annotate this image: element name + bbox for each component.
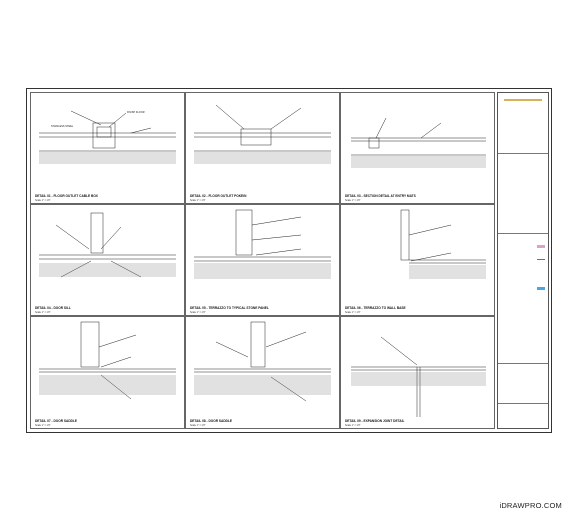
detail-scale: Scale 1" = 1'0" [190, 198, 206, 202]
title-block-divider [498, 403, 548, 404]
detail-cell-07: DETAIL 07 - DOOR SADDLE Scale 1" = 1'0" [30, 316, 185, 429]
watermark: iDRAWPRO.COM [499, 501, 562, 510]
detail-caption: DETAIL 01 - FLOOR OUTLET CABLE BOX [35, 194, 98, 198]
detail-cell-03: DETAIL 03 - SECTION DETAIL AT ENTRY MATS… [340, 92, 495, 204]
detail-scale: Scale 1" = 1'0" [345, 198, 361, 202]
title-block [497, 92, 549, 429]
detail-caption: DETAIL 07 - DOOR SADDLE [35, 419, 78, 423]
legend-swatch-pink [537, 245, 545, 248]
detail-cell-09: DETAIL 09 - EXPANSION JOINT DETAIL Scale… [340, 316, 495, 429]
detail-drawing-03 [351, 117, 486, 168]
detail-cell-02: DETAIL 02 - FLOOR OUTLET POKEIN Scale 1"… [185, 92, 340, 204]
detail-scale: Scale 1" = 1'0" [35, 423, 51, 427]
detail-grid: STAINLESS STEEL FINISH FLOOR DETAIL 01 - … [30, 92, 495, 429]
detail-caption: DETAIL 04 - DOOR SILL [35, 306, 71, 310]
detail-drawing-02 [194, 104, 331, 164]
detail-scale: Scale 1" = 1'0" [35, 198, 51, 202]
svg-text:STAINLESS STEEL: STAINLESS STEEL [51, 125, 74, 128]
detail-drawing-07 [39, 321, 176, 400]
detail-scale: Scale 1" = 1'0" [35, 310, 51, 314]
detail-caption: DETAIL 03 - SECTION DETAIL AT ENTRY MATS [345, 194, 416, 198]
logo [504, 99, 542, 111]
detail-drawing-05 [194, 209, 331, 279]
drawing-sheet: STAINLESS STEEL FINISH FLOOR DETAIL 01 - … [26, 88, 552, 433]
detail-drawing-06 [400, 209, 486, 279]
legend-swatch-blue [537, 287, 545, 290]
detail-cell-05: DETAIL 05 - TERRAZZO TO TYPICAL STONE PA… [185, 204, 340, 316]
title-block-divider [498, 363, 548, 364]
detail-cell-06: DETAIL 06 - TERRAZZO TO WALL BASE Scale … [340, 204, 495, 316]
title-block-divider [498, 153, 548, 154]
legend-swatch-red [537, 259, 545, 260]
detail-caption: DETAIL 02 - FLOOR OUTLET POKEIN [190, 194, 247, 198]
detail-scale: Scale 1" = 1'0" [345, 423, 361, 427]
detail-cell-08: DETAIL 08 - DOOR SADDLE Scale 1" = 1'0" [185, 316, 340, 429]
svg-text:FINISH FLOOR: FINISH FLOOR [127, 111, 145, 114]
detail-caption: DETAIL 08 - DOOR SADDLE [190, 419, 233, 423]
detail-scale: Scale 1" = 1'0" [190, 423, 206, 427]
detail-caption: DETAIL 05 - TERRAZZO TO TYPICAL STONE PA… [190, 306, 269, 310]
detail-drawing-09 [351, 336, 486, 417]
detail-drawing-08 [194, 321, 331, 402]
detail-drawing-04 [39, 212, 176, 278]
detail-cell-01: STAINLESS STEEL FINISH FLOOR DETAIL 01 - … [30, 92, 185, 204]
title-block-divider [498, 233, 548, 234]
detail-drawing-01: STAINLESS STEEL FINISH FLOOR [39, 110, 176, 164]
detail-scale: Scale 1" = 1'0" [345, 310, 361, 314]
detail-caption: DETAIL 06 - TERRAZZO TO WALL BASE [345, 306, 406, 310]
detail-cell-04: DETAIL 04 - DOOR SILL Scale 1" = 1'0" [30, 204, 185, 316]
detail-scale: Scale 1" = 1'0" [190, 310, 206, 314]
detail-caption: DETAIL 09 - EXPANSION JOINT DETAIL [345, 419, 405, 423]
